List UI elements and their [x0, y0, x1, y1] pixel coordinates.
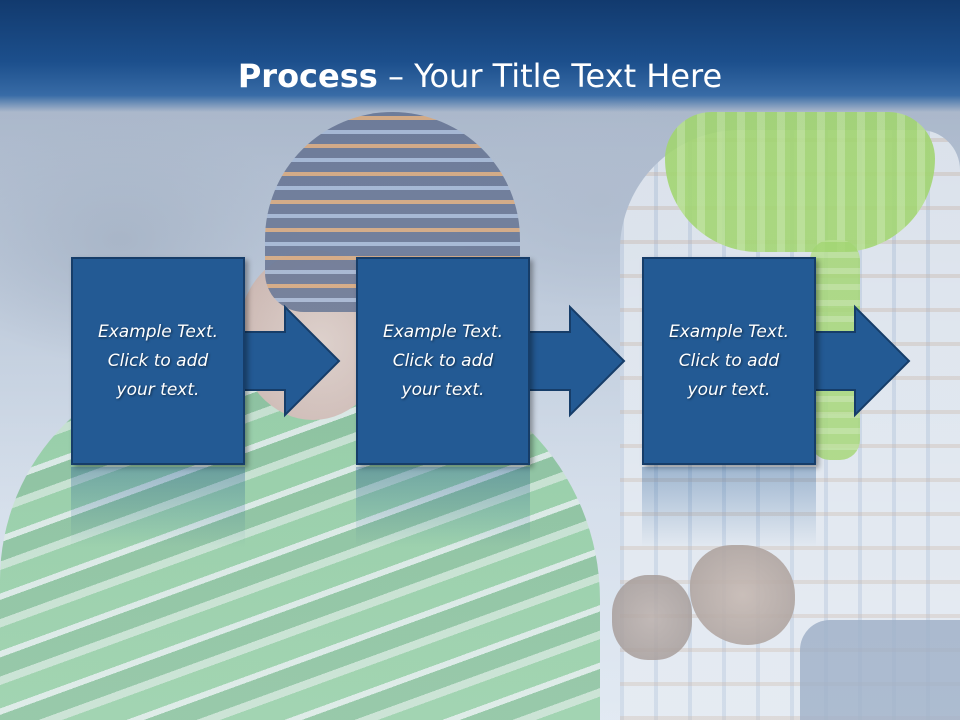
- photo-glove-right: [690, 545, 795, 645]
- step-text: Example Text. Click to add your text.: [668, 321, 790, 400]
- step-reflection: [642, 467, 816, 547]
- arrow-right-icon: [527, 304, 626, 418]
- step-reflection: [71, 467, 245, 547]
- title-rest-part: – Your Title Text Here: [377, 57, 723, 95]
- step-text: Example Text. Click to add your text.: [382, 321, 504, 400]
- process-step-2[interactable]: Example Text. Click to add your text.: [356, 257, 530, 465]
- photo-jeans: [800, 620, 960, 720]
- photo-green-scarf: [665, 112, 935, 252]
- title-bold-part: Process: [237, 57, 378, 95]
- process-step-3[interactable]: Example Text. Click to add your text.: [642, 257, 816, 465]
- title-band: [0, 0, 960, 112]
- arrow-right-icon: [812, 304, 911, 418]
- photo-glove-left: [612, 575, 692, 660]
- slide-title[interactable]: Process – Your Title Text Here: [0, 50, 960, 102]
- process-step-1[interactable]: Example Text. Click to add your text.: [71, 257, 245, 465]
- arrow-right-icon: [242, 304, 341, 418]
- step-text: Example Text. Click to add your text.: [97, 321, 219, 400]
- step-reflection: [356, 467, 530, 547]
